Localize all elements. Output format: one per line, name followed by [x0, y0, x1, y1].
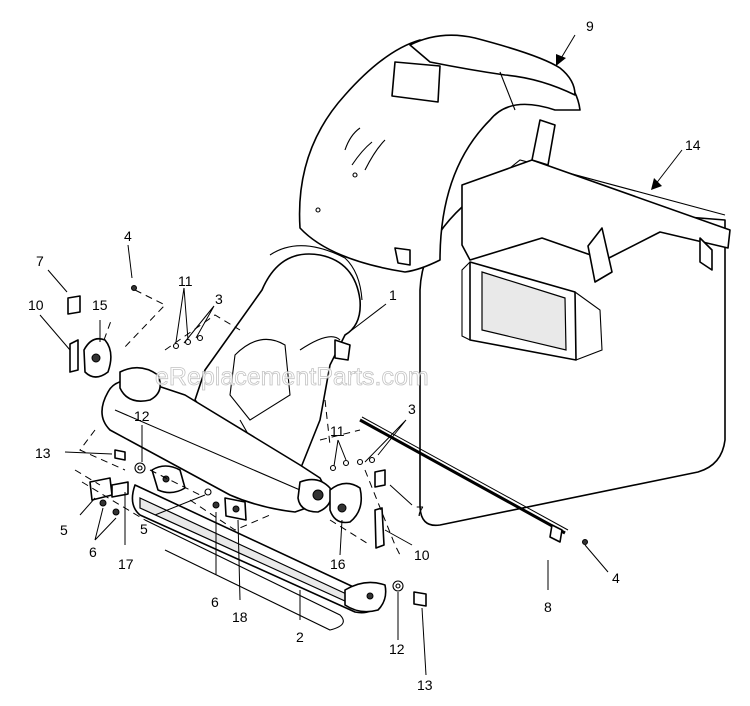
callout-5-left: 5	[60, 522, 68, 538]
watermark: eReplacementParts.com	[155, 363, 429, 391]
callout-5-center: 5	[140, 521, 148, 537]
callout-12-left: 12	[134, 408, 150, 424]
part-8-rod	[359, 416, 569, 543]
right-hardware	[131, 285, 588, 607]
callout-1: 1	[389, 287, 397, 303]
callout-4-left: 4	[124, 228, 132, 244]
callout-9: 9	[586, 18, 594, 34]
housing-base	[101, 366, 332, 513]
callout-11-right: 11	[330, 423, 345, 439]
callout-3-right: 3	[408, 401, 416, 417]
callout-15: 15	[92, 297, 108, 313]
part-9-hood	[298, 34, 581, 273]
callout-13-left: 13	[35, 445, 51, 461]
callout-8: 8	[544, 599, 552, 615]
callout-18: 18	[232, 609, 248, 625]
callout-14: 14	[685, 137, 701, 153]
callout-4-right: 4	[612, 570, 620, 586]
callout-3-left: 3	[215, 291, 223, 307]
callout-7-left: 7	[36, 253, 44, 269]
left-hardware	[67, 295, 247, 521]
callout-16: 16	[330, 556, 346, 572]
callout-10-left: 10	[28, 297, 44, 313]
assembly-lines	[74, 289, 401, 556]
part-2-skid	[131, 484, 387, 631]
part-14-bag	[419, 119, 731, 527]
callout-10-right: 10	[414, 547, 430, 563]
callout-2: 2	[296, 629, 304, 645]
callout-6-left: 6	[89, 544, 97, 560]
callout-6-center: 6	[211, 594, 219, 610]
callout-13-right: 13	[417, 677, 433, 693]
leader-lines	[39, 34, 683, 676]
callout-11-left: 11	[178, 273, 193, 289]
callout-labels: 1 2 3 3 4 4 5 5 6 6 7 7 8 9 10 10 11 11 …	[28, 18, 701, 693]
callout-7-right: 7	[416, 503, 424, 519]
part-1-chute	[194, 245, 363, 471]
callout-12-right: 12	[389, 641, 405, 657]
callout-17: 17	[118, 556, 134, 572]
